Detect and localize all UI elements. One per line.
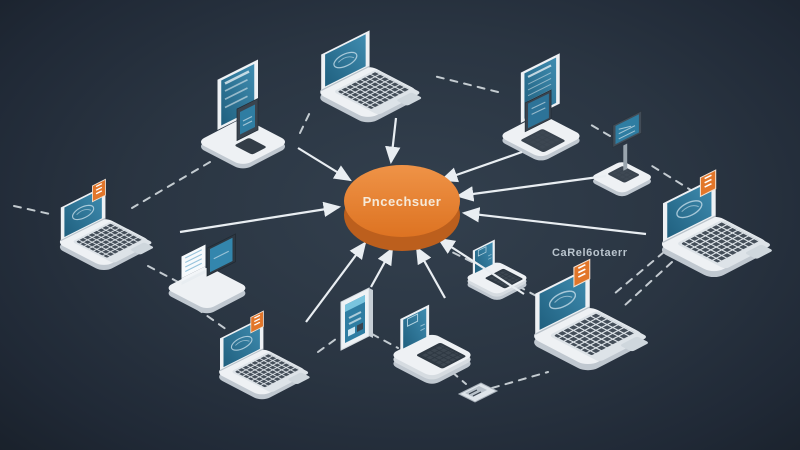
node-document-station xyxy=(164,233,250,316)
central-hub: Pncechsuer xyxy=(344,165,460,251)
node-laptop-box-bottom xyxy=(388,304,476,387)
node-laptop-top xyxy=(314,29,428,126)
node-laptop-bottom-right xyxy=(527,258,656,374)
side-label: CaRel6otaerr xyxy=(552,247,628,259)
node-monitor-laptop-station xyxy=(497,52,585,164)
node-laptop-bottom-left xyxy=(213,310,316,403)
node-phone-center xyxy=(340,287,374,351)
hub-arrows xyxy=(179,117,647,323)
node-laptop-right xyxy=(655,169,779,281)
node-tablet-phone-station xyxy=(195,58,291,173)
hub-label: Pncechsuer xyxy=(363,194,442,209)
node-laptop-left xyxy=(54,178,159,274)
node-usb-dongle xyxy=(458,382,498,403)
node-kiosk-display xyxy=(589,110,655,199)
